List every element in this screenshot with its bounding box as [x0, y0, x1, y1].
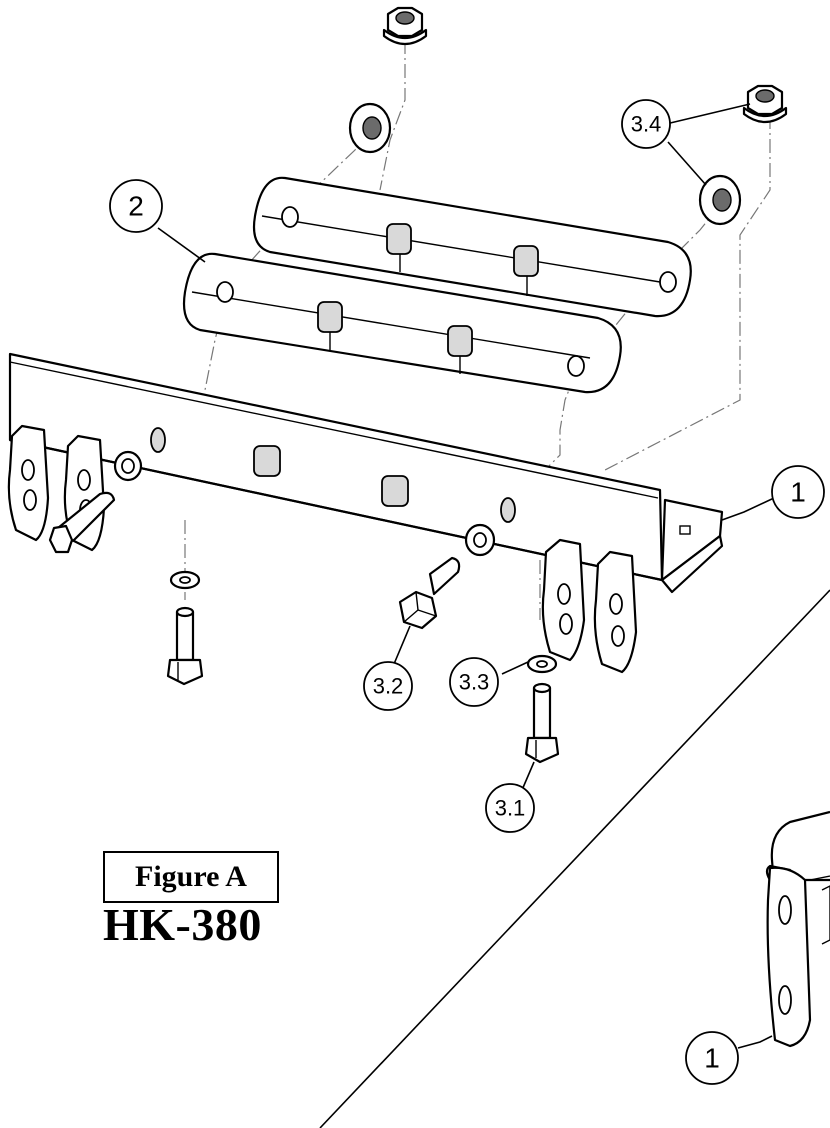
svg-text:3.3: 3.3: [459, 670, 490, 695]
bolt-assembly-left: [166, 570, 204, 686]
svg-text:1: 1: [704, 1043, 720, 1074]
svg-text:1: 1: [790, 477, 806, 508]
flange-nut-top-right: [742, 84, 788, 124]
svg-text:3.1: 3.1: [495, 796, 526, 821]
bolt-3-2: [398, 556, 461, 630]
svg-text:3.4: 3.4: [631, 112, 662, 137]
hinge-knuckles-right: [464, 523, 638, 674]
callout-balloon-2: 2: [109, 179, 163, 233]
callout-balloon-3-3: 3.3: [449, 657, 499, 707]
spacer-plate-front: [182, 252, 622, 394]
detail-view-divider: [319, 589, 830, 1128]
washer-upper-right: [698, 174, 742, 226]
callout-balloon-3-1: 3.1: [485, 783, 535, 833]
model-number: HK-380: [103, 899, 262, 950]
figure-title: Figure A: [103, 851, 279, 903]
svg-text:2: 2: [128, 191, 144, 222]
callout-leaders: [157, 103, 775, 1049]
callout-balloon-3-4: 3.4: [621, 99, 671, 149]
flange-nut-top-left: [382, 6, 428, 46]
callout-balloon-1-main: 1: [771, 465, 825, 519]
bolt-3-1: [524, 682, 560, 764]
callout-balloon-3-2: 3.2: [363, 661, 413, 711]
washer-upper-left: [348, 102, 392, 154]
spacer-plate-rear: [252, 176, 692, 318]
detail-view-partial: [765, 810, 830, 1048]
washer-3-3: [526, 654, 558, 674]
hinge-knuckles-left: [7, 424, 143, 554]
svg-text:3.2: 3.2: [373, 674, 404, 699]
callout-balloon-1-detail: 1: [685, 1031, 739, 1085]
